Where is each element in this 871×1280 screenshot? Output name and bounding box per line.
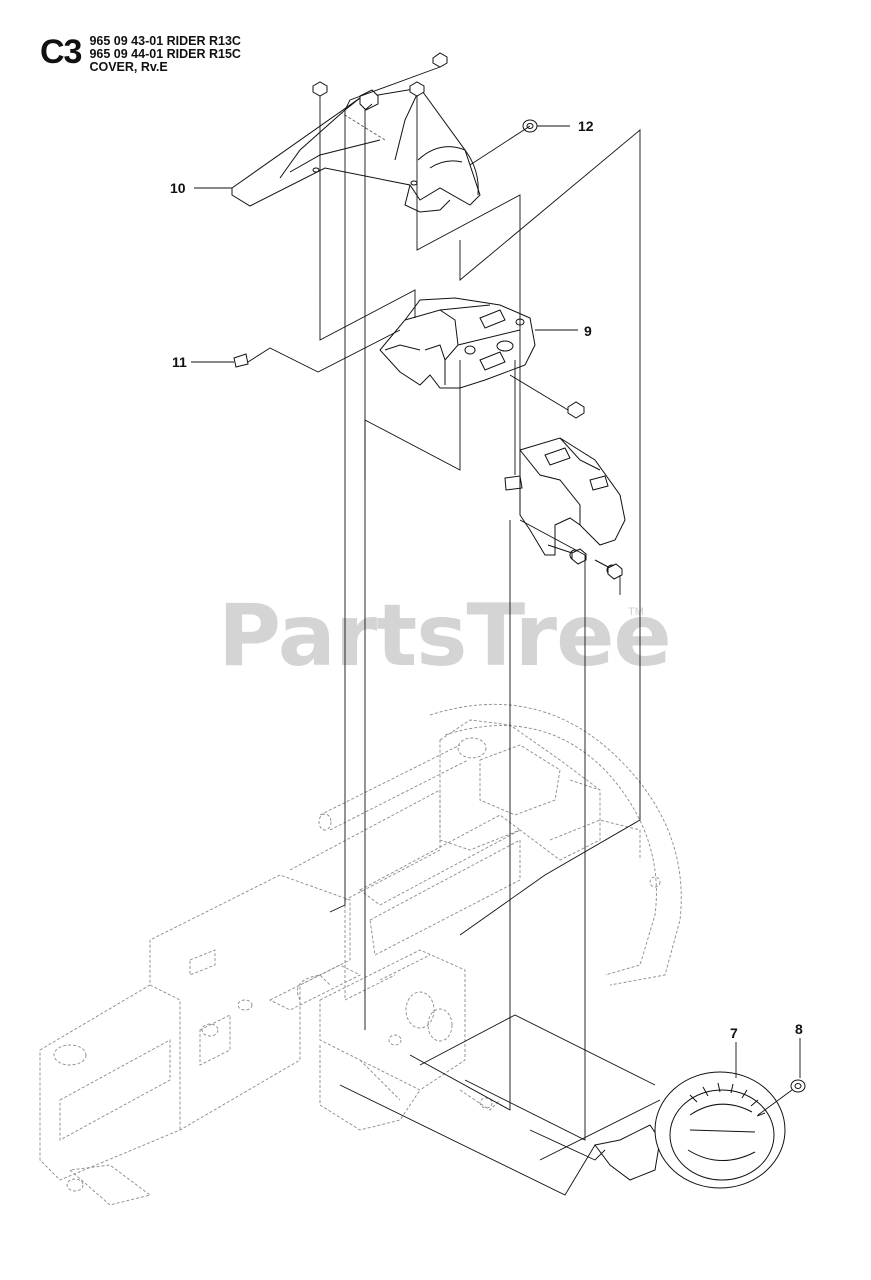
callout-10[interactable]: 10 (170, 180, 186, 196)
callout-8[interactable]: 8 (795, 1021, 803, 1037)
callout-9[interactable]: 9 (584, 323, 592, 339)
model-line-2: 965 09 44-01 RIDER R15C (89, 47, 241, 61)
header-lines: 965 09 43-01 RIDER R13C 965 09 44-01 RID… (89, 34, 240, 74)
callout-12[interactable]: 12 (578, 118, 594, 134)
part-7-dash-cover[interactable] (594, 1071, 786, 1189)
console-bracket[interactable] (504, 437, 626, 576)
model-line-1: 965 09 43-01 RIDER R13C (89, 34, 241, 48)
part-9-middle-cover[interactable] (379, 297, 536, 389)
callout-7[interactable]: 7 (730, 1025, 738, 1041)
callout-11[interactable]: 11 (172, 354, 187, 370)
callout-leaders (191, 125, 801, 1078)
section-title: COVER, Rv.E (89, 60, 168, 74)
chassis-frame (39, 703, 682, 1206)
part-10-upper-cover[interactable] (231, 87, 481, 213)
watermark-logo: PartsTree (218, 586, 672, 686)
assembly-lines (247, 66, 793, 1196)
page-code: C3 (40, 33, 82, 71)
diagram-header: C3 965 09 43-01 RIDER R13C 965 09 44-01 … (40, 34, 241, 74)
callout-labels: 10 12 9 11 7 8 (170, 118, 803, 1041)
